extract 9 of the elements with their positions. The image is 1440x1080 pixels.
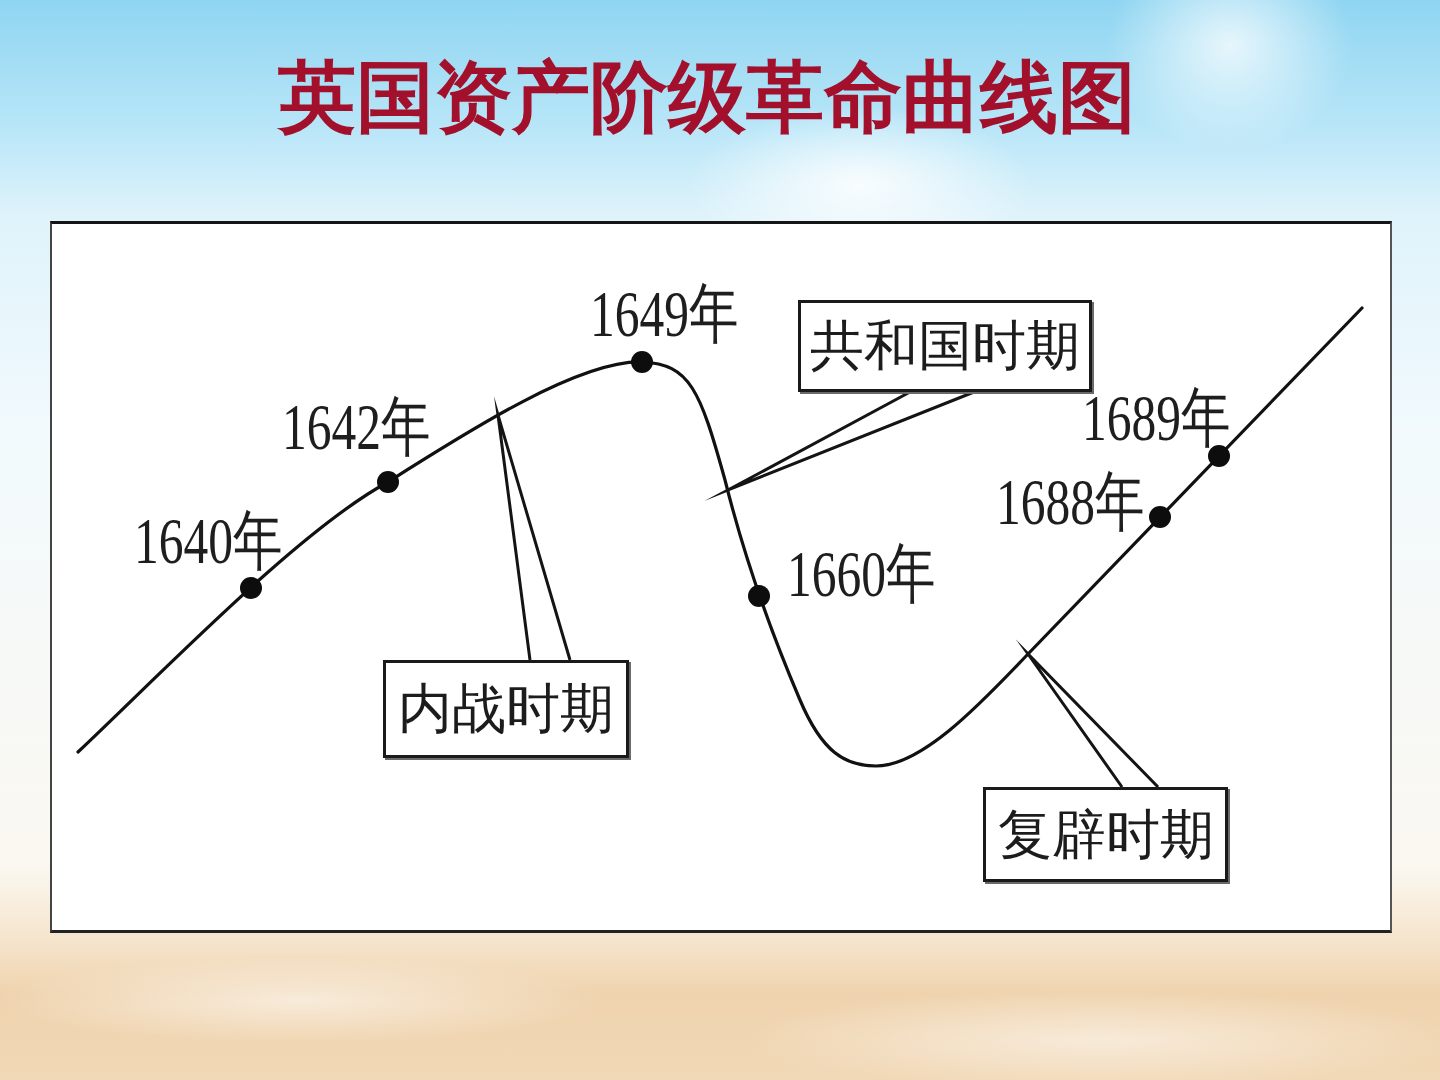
year-label: 1640年 (134, 508, 283, 574)
year-label: 1642年 (282, 394, 431, 460)
year-label: 1649年 (590, 281, 739, 347)
year-label: 1688年 (996, 469, 1145, 535)
callout-box: 共和国时期 (798, 300, 1092, 392)
title: 英国资产阶级革命曲线图 (278, 51, 1136, 144)
callout-box: 内战时期 (383, 660, 629, 758)
year-label: 1660年 (787, 541, 936, 607)
callout-box: 复辟时期 (983, 787, 1228, 882)
